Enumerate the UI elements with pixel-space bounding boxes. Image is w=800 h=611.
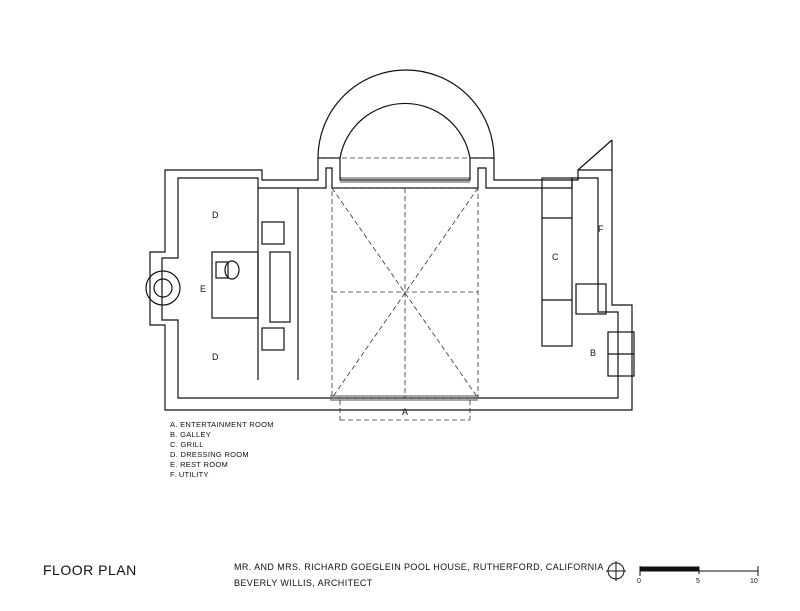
arch	[317, 69, 495, 159]
room-label-f: F	[598, 224, 604, 234]
room-legend: A. ENTERTAINMENT ROOM B. GALLEY C. GRILL…	[170, 420, 274, 480]
plan-subtitle: MR. AND MRS. RICHARD GOEGLEIN POOL HOUSE…	[234, 562, 604, 572]
legend-item: B. GALLEY	[170, 430, 212, 439]
scale-min: 0	[637, 578, 641, 585]
plan-title: FLOOR PLAN	[43, 562, 137, 578]
outer-wall	[149, 157, 633, 411]
grill-counter	[541, 177, 573, 347]
north-arrow-icon	[606, 561, 626, 581]
legend-item: E. REST ROOM	[170, 460, 229, 469]
room-label-c: C	[552, 252, 559, 262]
toilet-icon	[224, 260, 240, 280]
room-label-d-upper: D	[212, 210, 219, 220]
scale-bar	[639, 566, 759, 576]
legend-item: A. ENTERTAINMENT ROOM	[170, 420, 274, 429]
architect-credit: BEVERLY WILLIS, ARCHITECT	[234, 578, 373, 588]
legend-item: C. GRILL	[170, 440, 204, 449]
inner-wall	[161, 167, 619, 399]
bay-window	[145, 270, 181, 306]
room-label-e: E	[200, 284, 206, 294]
room-label-b: B	[590, 348, 596, 358]
room-label-a: A	[402, 407, 408, 417]
legend-item: D. DRESSING ROOM	[170, 450, 249, 459]
legend-item: F. UTILITY	[170, 470, 209, 479]
scale-max: 10	[750, 578, 758, 585]
scale-mid: 5	[696, 578, 700, 585]
restroom-enclosure	[211, 251, 259, 319]
room-label-d-lower: D	[212, 352, 219, 362]
